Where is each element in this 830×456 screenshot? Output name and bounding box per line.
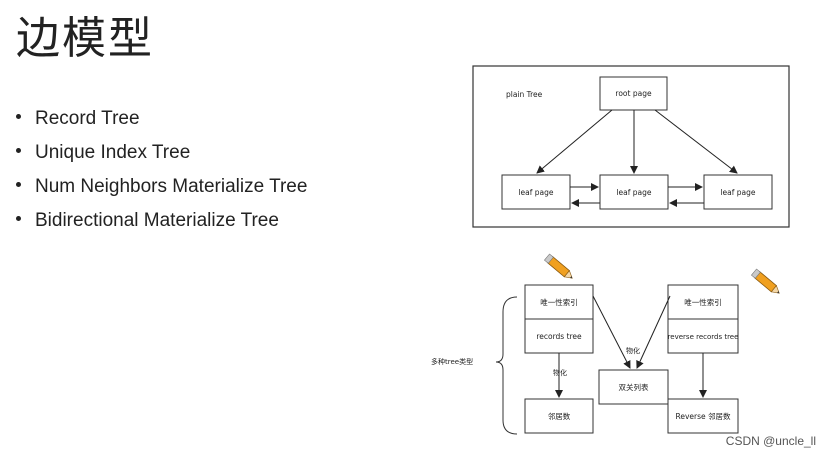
right-unique-index-label: 唯一性索引 (684, 297, 722, 307)
bidirectional-list-box (598, 369, 669, 405)
center-materialize-label: 物化 (626, 346, 640, 355)
neighbors-label: 邻居数 (548, 411, 571, 421)
plain-tree-diagram: plain Tree root page leaf page leaf page… (472, 65, 790, 228)
bullet-item: Bidirectional Materialize Tree (16, 204, 307, 238)
left-to-center-list-arrow (592, 295, 631, 369)
bullet-dot-icon (16, 182, 21, 188)
leaf-page-box-right (703, 174, 773, 210)
root-page-box (599, 76, 668, 111)
pencil-icon (543, 253, 573, 279)
bullet-item: Unique Index Tree (16, 136, 307, 170)
reverse-records-tree-label: reverse records tree (668, 333, 739, 341)
bullet-dot-icon (16, 216, 21, 222)
leaf-page-label-right: leaf page (720, 188, 755, 197)
leaf-page-label-left: leaf page (518, 188, 553, 197)
root-to-left-arrow (536, 109, 613, 174)
bullet-list: Record Tree Unique Index Tree Num Neighb… (16, 102, 307, 238)
right-unique-index-box (667, 284, 739, 320)
reverse-neighbors-label: Reverse 邻居数 (675, 411, 731, 421)
tree-types-brace (495, 296, 518, 435)
leaf-page-box-center (599, 174, 669, 210)
leaf-page-box-left (501, 174, 571, 210)
pencil-icon (750, 268, 780, 294)
root-to-right-arrow (654, 109, 738, 174)
left-unique-index-label: 唯一性索引 (540, 297, 578, 307)
right-to-center-list-arrow (636, 295, 671, 369)
bidirectional-list-label: 双关列表 (619, 382, 649, 392)
bullet-dot-icon (16, 148, 21, 154)
plain-tree-label: plain Tree (506, 90, 543, 99)
records-tree-label: records tree (536, 332, 582, 341)
root-page-label: root page (615, 89, 652, 98)
bullet-item: Num Neighbors Materialize Tree (16, 170, 307, 204)
tree-types-side-label: 多种tree类型 (431, 357, 473, 366)
reverse-neighbors-box (667, 398, 739, 434)
neighbors-box (524, 398, 594, 434)
leaf-page-label-center: leaf page (616, 188, 651, 197)
bullet-dot-icon (16, 114, 21, 120)
tree-types-diagram: 多种tree类型 唯一性索引 records tree 邻居数 物化 唯一性索引… (431, 284, 739, 435)
csdn-watermark: CSDN @uncle_ll (725, 434, 816, 448)
left-unique-index-box (524, 284, 594, 320)
reverse-records-tree-box (667, 318, 739, 354)
left-materialize-label: 物化 (553, 368, 567, 377)
slide-title: 边模型 (16, 13, 154, 64)
bullet-item: Record Tree (16, 102, 307, 136)
